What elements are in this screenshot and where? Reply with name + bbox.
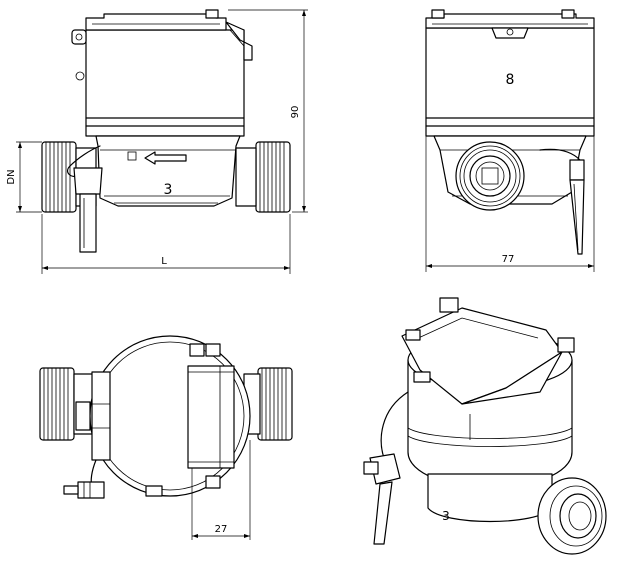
offset-dimension-label: 27 [215,524,228,535]
side-view-dimensions: 77 [425,136,595,272]
isometric-view: 3 [363,297,607,555]
top-view: 27 [39,335,293,540]
top-view-housing [75,335,251,497]
front-view-dimensions: DN 90 L [6,9,308,274]
side-view-register-housing: 8 [425,9,595,137]
front-view-outlet-thread [235,141,291,213]
iso-outlet-thread [537,477,607,555]
iso-seal-tag [363,391,409,545]
iso-body-marking: 3 [442,509,450,523]
iso-lid [401,297,575,405]
width-dimension-label: 77 [502,254,515,265]
front-view: 3 [6,9,308,274]
front-view-meter-body: 3 [95,135,241,207]
top-view-outlet-thread [243,367,293,441]
front-view-register-housing [71,9,253,137]
front-view-body-marking: 3 [164,182,173,198]
side-view-seal-tag [539,148,585,255]
dn-dimension-label: DN [6,169,17,184]
top-view-seal-tag [63,459,105,499]
side-view: 8 77 [425,9,595,272]
top-view-dimensions: 27 [191,440,251,540]
side-view-pipe-port [455,141,525,211]
front-view-seal-tag [66,145,103,253]
length-dimension-label: L [161,256,167,267]
side-view-marking: 8 [506,72,515,88]
height-dimension-label: 90 [290,106,301,119]
